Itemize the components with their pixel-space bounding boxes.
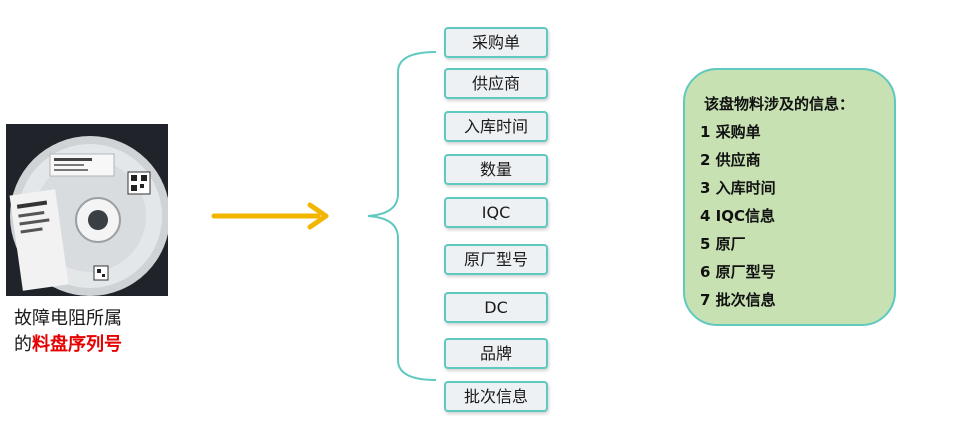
info-item: 4 IQC信息 xyxy=(700,207,776,225)
info-item: 6 原厂型号 xyxy=(700,263,776,281)
curly-brace-icon xyxy=(362,48,442,392)
field-box-purchase-order: 采购单 xyxy=(444,27,548,58)
info-item: 7 批次信息 xyxy=(700,291,776,309)
field-box-batch-info: 批次信息 xyxy=(444,381,548,412)
info-item: 5 原厂 xyxy=(700,235,746,253)
field-box-stock-in-time: 入库时间 xyxy=(444,111,548,142)
info-item: 3 入库时间 xyxy=(700,179,776,197)
info-title: 该盘物料涉及的信息： xyxy=(704,95,855,113)
right-arrow-icon xyxy=(210,200,340,240)
caption-line2-highlight: 料盘序列号 xyxy=(32,334,122,355)
reel-photo xyxy=(6,124,168,296)
field-box-supplier: 供应商 xyxy=(444,68,548,99)
info-box: 该盘物料涉及的信息： 1 采购单 2 供应商 3 入库时间 4 IQC信息 5 … xyxy=(683,68,896,326)
caption-line2-prefix: 的 xyxy=(14,334,32,355)
field-box-brand: 品牌 xyxy=(444,338,548,369)
info-item: 2 供应商 xyxy=(700,151,761,169)
caption-line1: 故障电阻所属 xyxy=(14,308,122,329)
info-item: 1 采购单 xyxy=(700,123,761,141)
field-box-original-model: 原厂型号 xyxy=(444,244,548,275)
field-box-iqc: IQC xyxy=(444,197,548,228)
field-box-quantity: 数量 xyxy=(444,154,548,185)
reel-caption: 故障电阻所属 的料盘序列号 xyxy=(14,306,122,358)
caption-line2: 的料盘序列号 xyxy=(14,332,122,358)
field-box-dc: DC xyxy=(444,292,548,323)
